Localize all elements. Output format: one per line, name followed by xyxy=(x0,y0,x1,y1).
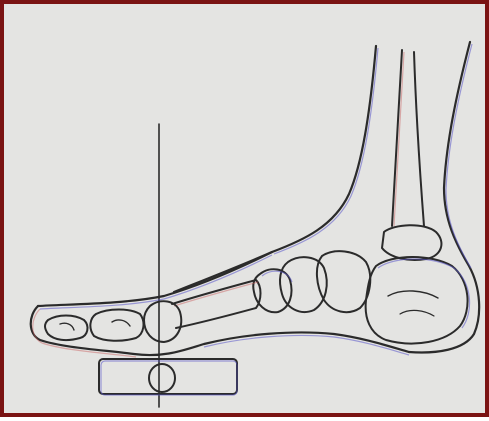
distal-phalanx xyxy=(45,316,87,341)
cuboid-bone xyxy=(253,269,291,312)
talus-bone xyxy=(382,225,441,260)
foot-skeleton-illustration xyxy=(4,4,489,421)
calcaneus-bone xyxy=(366,257,468,344)
fibula-line-right xyxy=(414,52,424,226)
foot-dorsal-outline xyxy=(38,252,272,306)
tibia-outline xyxy=(174,46,376,292)
metatarsal-head xyxy=(144,301,181,342)
heel-back-outline xyxy=(409,42,479,352)
fibula-line-left xyxy=(392,50,402,226)
navicular-bone xyxy=(317,251,370,312)
proximal-phalanx xyxy=(90,310,143,341)
support-block xyxy=(99,359,237,394)
sesamoid-circle xyxy=(149,364,175,392)
